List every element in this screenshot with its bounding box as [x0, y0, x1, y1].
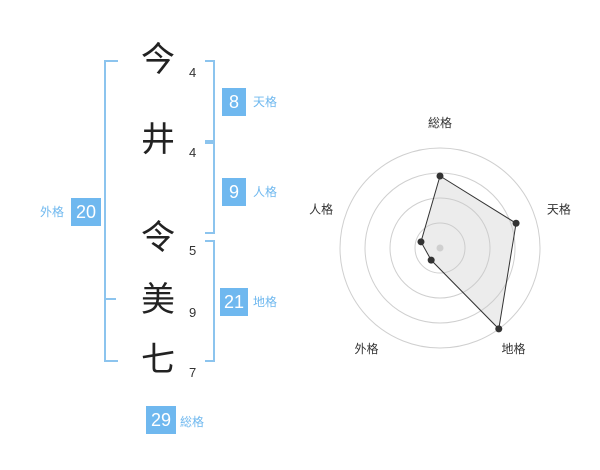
radar-polygon — [420, 175, 517, 330]
gaikaku-bracket — [104, 60, 118, 362]
soukaku-label: 総格 — [180, 415, 205, 429]
tenkaku-bracket — [205, 60, 215, 142]
radar-point-2 — [512, 219, 520, 227]
chikaku-bracket — [205, 240, 215, 362]
radar-axis-label-4: 外格 — [355, 341, 379, 356]
chikaku-label: 地格 — [253, 295, 278, 309]
radar-ring-4 — [339, 147, 541, 349]
jinkaku-label: 人格 — [253, 185, 278, 199]
gaikaku-score: 20 — [71, 198, 101, 226]
name-char-2: 井 — [141, 120, 175, 160]
jinkaku-score: 9 — [222, 178, 246, 206]
tenkaku-label: 天格 — [253, 95, 278, 109]
radar-point-3 — [495, 325, 503, 333]
stroke-count-1: 4 — [189, 65, 197, 80]
stroke-count-2: 4 — [189, 145, 197, 160]
stroke-count-5: 7 — [189, 365, 197, 380]
radar-ring-3 — [364, 172, 516, 324]
radar-axis-label-3: 地格 — [501, 341, 525, 356]
radar-center — [436, 244, 444, 252]
radar-point-5 — [417, 238, 425, 246]
gaikaku-label: 外格 — [40, 205, 65, 219]
name-char-5: 七 — [141, 340, 175, 380]
name-char-3: 令 — [141, 218, 175, 258]
radar-axis-label-5: 人格 — [309, 201, 333, 216]
radar-axis-label-1: 総格 — [428, 115, 452, 130]
radar-point-1 — [436, 172, 444, 180]
gaikaku-divider — [104, 298, 116, 300]
name-char-1: 今 — [141, 40, 175, 80]
radar-ring-1 — [414, 222, 466, 274]
radar-ring-2 — [389, 197, 491, 299]
radar-point-4 — [427, 256, 435, 264]
stroke-count-4: 9 — [189, 305, 197, 320]
name-char-4: 美 — [141, 280, 175, 320]
jinkaku-bracket — [205, 142, 215, 234]
stroke-count-3: 5 — [189, 243, 197, 258]
radar-axis-label-2: 天格 — [547, 201, 571, 216]
chikaku-score: 21 — [220, 288, 248, 316]
soukaku-score: 29 — [146, 406, 176, 434]
tenkaku-score: 8 — [222, 88, 246, 116]
